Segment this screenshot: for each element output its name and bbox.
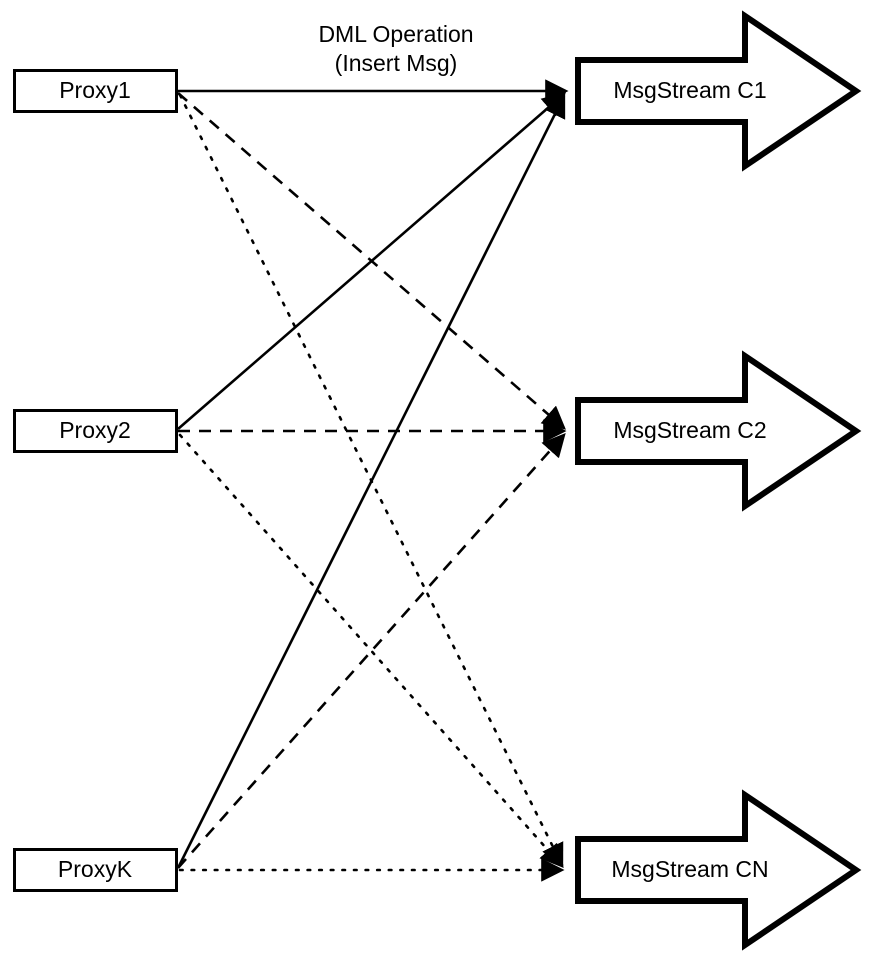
proxy-node-proxyk[interactable]: ProxyK bbox=[13, 848, 178, 892]
stream-cn-arrow-shape[interactable] bbox=[575, 789, 862, 951]
proxy-node-proxy1[interactable]: Proxy1 bbox=[13, 69, 178, 113]
stream-cn-label: MsgStream CN bbox=[611, 856, 768, 882]
edge-label-line2: (Insert Msg) bbox=[335, 50, 458, 76]
proxy2-box[interactable] bbox=[13, 409, 178, 453]
stream-c1-label: MsgStream C1 bbox=[613, 77, 766, 103]
proxy-node-proxy2[interactable]: Proxy2 bbox=[13, 409, 178, 453]
proxyk-box[interactable] bbox=[13, 848, 178, 892]
stream-node-cn[interactable]: MsgStream CN bbox=[575, 789, 862, 951]
stream-c1-arrow-shape[interactable] bbox=[575, 10, 862, 172]
edge-label-dml-operation: DML Operation (Insert Msg) bbox=[318, 21, 473, 76]
link-group bbox=[176, 79, 569, 882]
stream-c2-label: MsgStream C2 bbox=[613, 417, 766, 443]
link-proxy2-to-stream-c1[interactable] bbox=[177, 92, 566, 430]
link-proxyk-to-stream-c2[interactable] bbox=[177, 433, 566, 869]
proxy1-label: Proxy1 bbox=[59, 77, 131, 103]
link-proxyk-to-stream-c1[interactable] bbox=[176, 93, 566, 869]
edge-label-line1: DML Operation bbox=[318, 21, 473, 47]
stream-node-c1[interactable]: MsgStream C1 bbox=[575, 10, 862, 172]
link-proxy2-to-stream-cn[interactable] bbox=[178, 433, 564, 868]
proxy1-box[interactable] bbox=[13, 69, 178, 113]
stream-node-c2[interactable]: MsgStream C2 bbox=[575, 350, 862, 512]
stream-c2-arrow-shape[interactable] bbox=[575, 350, 862, 512]
proxy2-label: Proxy2 bbox=[59, 417, 131, 443]
proxyk-label: ProxyK bbox=[58, 856, 133, 882]
